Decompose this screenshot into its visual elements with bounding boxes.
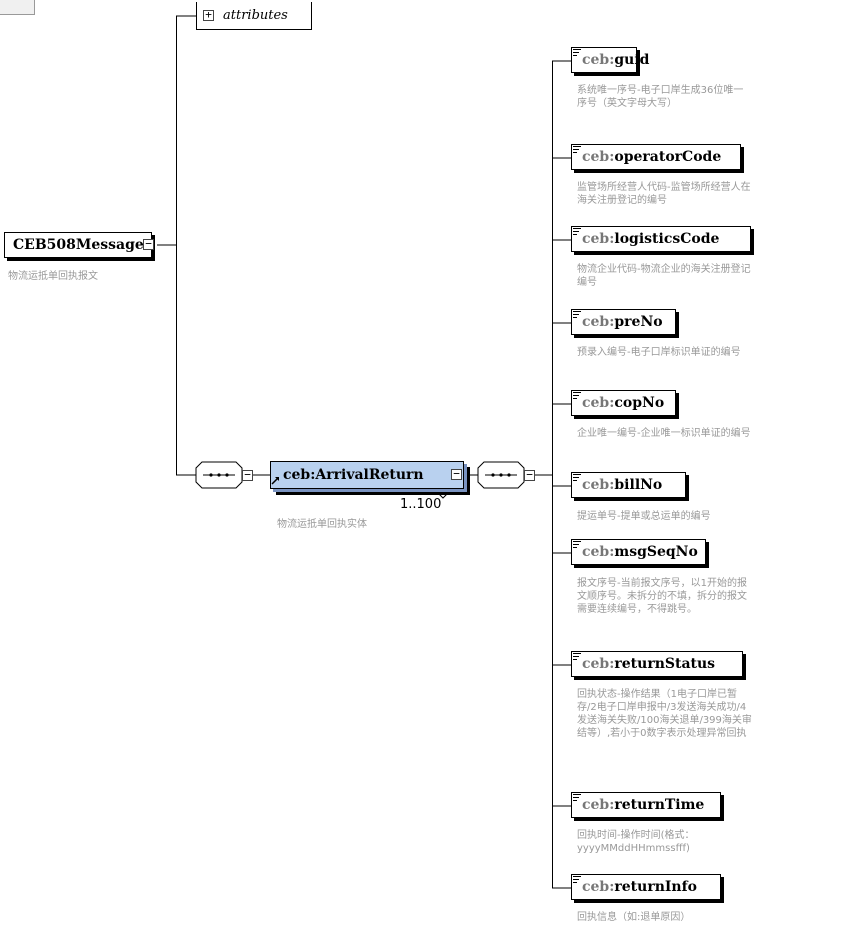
collapse-sequence-2-icon[interactable]: − bbox=[524, 469, 535, 481]
element-description-returnTime: 回执时间-操作时间(格式：yyyyMMddHHmmssfff) bbox=[577, 830, 695, 854]
documentation-icon bbox=[573, 49, 581, 57]
documentation-icon bbox=[573, 653, 581, 661]
documentation-icon bbox=[573, 146, 581, 154]
root-description: 物流运抵单回执报文 bbox=[8, 271, 98, 282]
element-description-preNo: 预录入编号-电子口岸标识单证的编号 bbox=[577, 347, 741, 358]
element-description-guid: 系统唯一序号-电子口岸生成36位唯一序号（英文字母大写） bbox=[577, 85, 744, 109]
documentation-icon bbox=[573, 794, 581, 802]
collapse-root-icon[interactable]: − bbox=[143, 238, 154, 250]
collapse-arrival-return-icon[interactable]: − bbox=[451, 468, 462, 480]
element-box-preNo[interactable]: ceb:preNo bbox=[571, 309, 676, 335]
documentation-icon bbox=[573, 876, 581, 884]
element-description-msgSeqNo: 报文序号-当前报文序号，以1开始的报文顺序号。未拆分的不填，拆分的报文需要连续编… bbox=[577, 578, 747, 615]
element-prefix: ceb: bbox=[582, 544, 615, 560]
root-element-name: CEB508Message bbox=[13, 237, 144, 253]
element-description-billNo: 提运单号-提单或总运单的编号 bbox=[577, 511, 711, 522]
element-box-returnInfo[interactable]: ceb:returnInfo bbox=[571, 874, 721, 900]
element-name: guid bbox=[614, 52, 650, 68]
element-name: preNo bbox=[614, 314, 663, 330]
element-box-returnTime[interactable]: ceb:returnTime bbox=[571, 792, 721, 818]
element-name: billNo bbox=[614, 477, 663, 493]
element-box-operatorCode[interactable]: ceb:operatorCode bbox=[571, 144, 741, 170]
element-name: returnTime bbox=[614, 797, 705, 813]
element-description-operatorCode: 监管场所经营人代码-监管场所经营人在海关注册登记的编号 bbox=[577, 182, 751, 206]
element-box-returnStatus[interactable]: ceb:returnStatus bbox=[571, 651, 743, 677]
element-prefix: ceb: bbox=[582, 656, 615, 672]
element-prefix: ceb: bbox=[582, 797, 615, 813]
arrival-return-description: 物流运抵单回执实体 bbox=[277, 519, 367, 530]
window-corner bbox=[0, 0, 35, 15]
element-name: logisticsCode bbox=[614, 231, 720, 247]
documentation-icon bbox=[573, 392, 581, 400]
arrival-return-element-box[interactable]: ceb:ArrivalReturn bbox=[270, 461, 464, 489]
element-prefix: ceb: bbox=[582, 395, 615, 411]
element-description-logisticsCode: 物流企业代码-物流企业的海关注册登记编号 bbox=[577, 264, 751, 288]
element-prefix: ceb: bbox=[582, 477, 615, 493]
arrival-return-prefix: ceb: bbox=[283, 467, 316, 483]
element-box-logisticsCode[interactable]: ceb:logisticsCode bbox=[571, 226, 751, 252]
documentation-icon bbox=[573, 311, 581, 319]
element-description-returnInfo: 回执信息（如:退单原因） bbox=[577, 912, 691, 923]
documentation-icon bbox=[573, 541, 581, 549]
element-name: msgSeqNo bbox=[614, 544, 698, 560]
arrival-return-occurrence: 1..100 bbox=[400, 497, 442, 512]
expand-attributes-icon[interactable]: + bbox=[203, 9, 214, 21]
element-box-msgSeqNo[interactable]: ceb:msgSeqNo bbox=[571, 539, 706, 565]
element-prefix: ceb: bbox=[582, 314, 615, 330]
arrival-return-name: ArrivalReturn bbox=[315, 467, 424, 483]
element-name: returnInfo bbox=[614, 879, 697, 895]
element-description-returnStatus: 回执状态-操作结果（1电子口岸已暂存/2电子口岸申报中/3发送海关成功/4发送海… bbox=[577, 689, 752, 739]
element-box-guid[interactable]: ceb:guid bbox=[571, 47, 649, 73]
documentation-icon bbox=[573, 474, 581, 482]
element-prefix: ceb: bbox=[582, 52, 615, 68]
element-prefix: ceb: bbox=[582, 231, 615, 247]
element-box-billNo[interactable]: ceb:billNo bbox=[571, 472, 686, 498]
root-element-box[interactable]: CEB508Message bbox=[4, 232, 152, 258]
element-description-copNo: 企业唯一编号-企业唯一标识单证的编号 bbox=[577, 428, 751, 439]
reference-arrow-icon bbox=[271, 477, 279, 485]
element-name: operatorCode bbox=[614, 149, 722, 165]
attributes-box[interactable]: + attributes bbox=[196, 2, 312, 30]
element-prefix: ceb: bbox=[582, 879, 615, 895]
element-prefix: ceb: bbox=[582, 149, 615, 165]
collapse-sequence-1-icon[interactable]: − bbox=[242, 469, 253, 481]
element-name: copNo bbox=[614, 395, 665, 411]
element-box-copNo[interactable]: ceb:copNo bbox=[571, 390, 676, 416]
documentation-icon bbox=[573, 228, 581, 236]
attributes-label: attributes bbox=[223, 8, 288, 23]
element-name: returnStatus bbox=[614, 656, 716, 672]
